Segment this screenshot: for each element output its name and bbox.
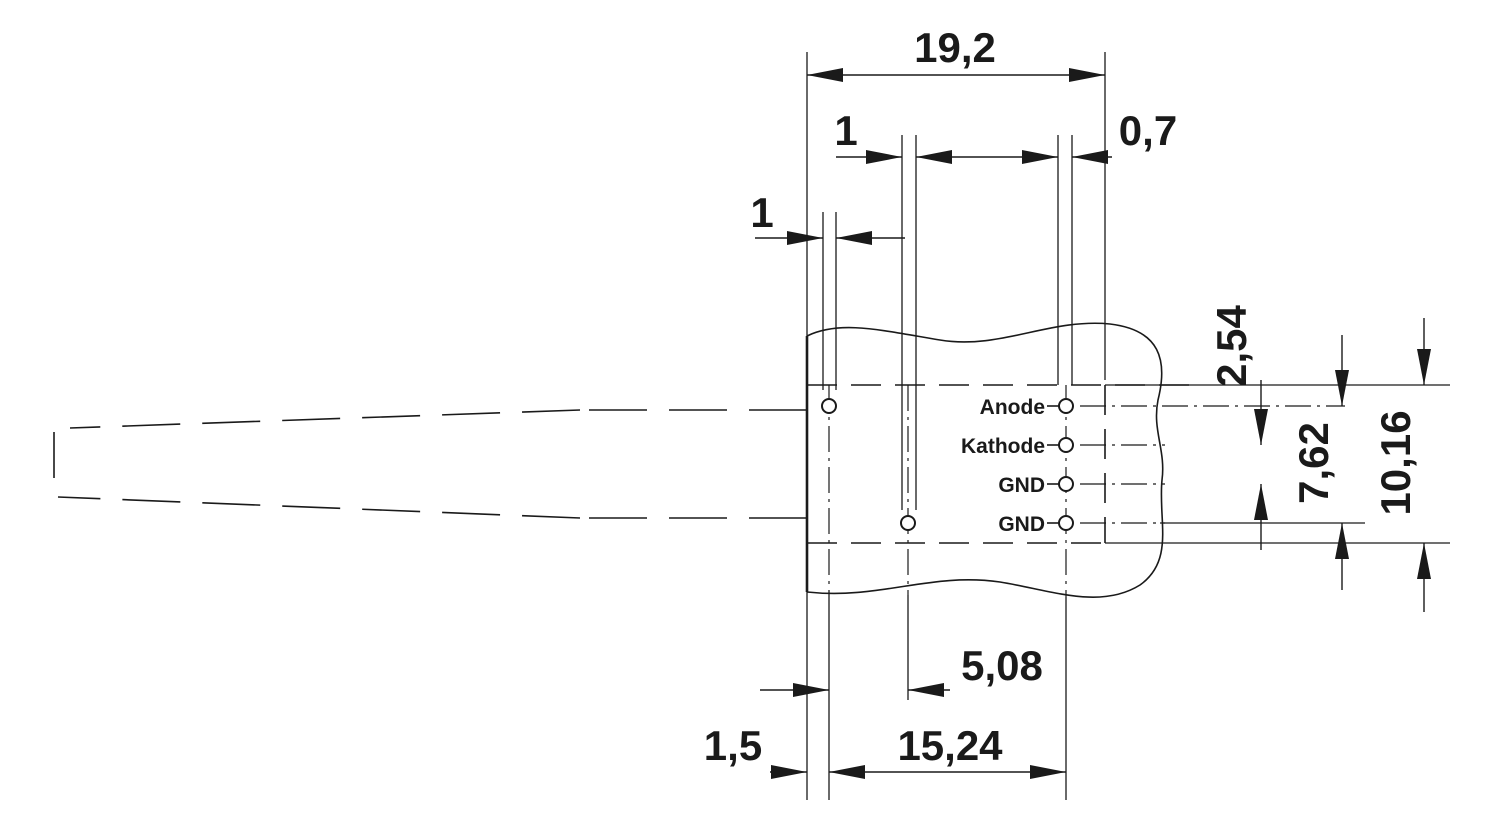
pcb-outline bbox=[805, 322, 1164, 598]
pin-labels: Anode Kathode GND GND bbox=[961, 396, 1059, 536]
pin-label-gnd-2: GND bbox=[998, 513, 1045, 536]
dimension-lines bbox=[755, 68, 1431, 779]
dim-pin-width-1: 1 bbox=[834, 107, 857, 154]
cable-outline bbox=[53, 409, 807, 519]
extension-lines bbox=[806, 52, 1450, 800]
dim-pitch-5-08: 5,08 bbox=[961, 642, 1043, 689]
dim-pin-width-2: 1 bbox=[750, 189, 773, 236]
dim-span-15-24: 15,24 bbox=[897, 722, 1003, 769]
center-lines bbox=[828, 385, 1345, 597]
dim-row-2-54: 2,54 bbox=[1208, 304, 1255, 386]
pin-holes bbox=[821, 398, 1074, 531]
dim-row-7-62: 7,62 bbox=[1290, 422, 1337, 504]
pin-label-kathode: Kathode bbox=[961, 435, 1045, 458]
dim-edge-0-7: 0,7 bbox=[1119, 107, 1177, 154]
pin-label-anode: Anode bbox=[980, 396, 1045, 419]
dim-height-10-16: 10,16 bbox=[1372, 410, 1419, 515]
dim-overall-width: 19,2 bbox=[914, 24, 996, 71]
pin-label-gnd-1: GND bbox=[998, 474, 1045, 497]
dim-offset-1-5: 1,5 bbox=[704, 722, 762, 769]
